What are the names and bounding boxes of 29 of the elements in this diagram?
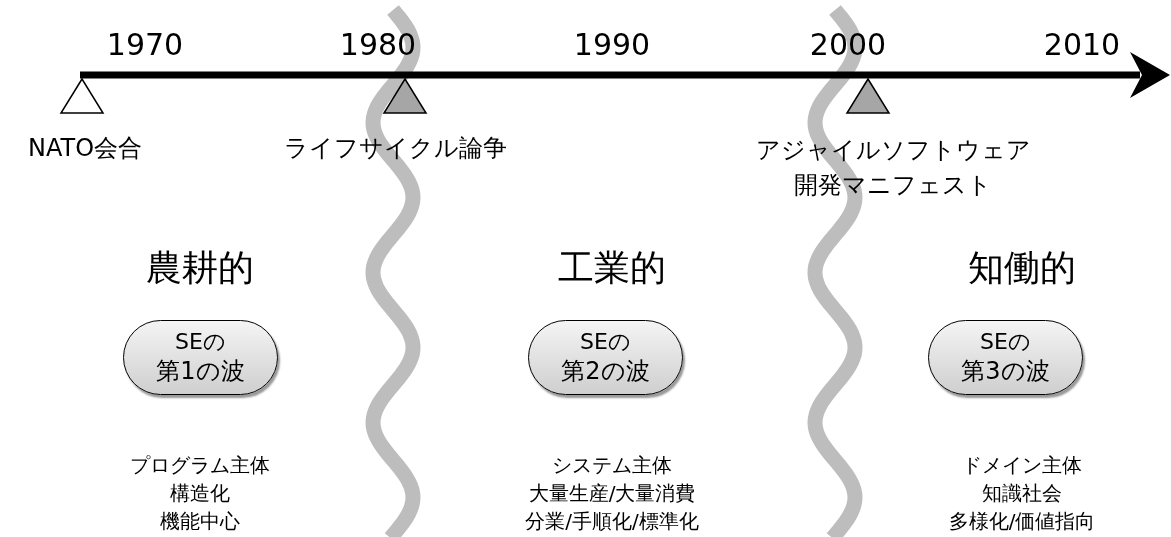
event-label: ライフサイクル論争 <box>283 133 507 163</box>
pill-text: 第2の波 <box>561 356 650 388</box>
event-label: NATO会合 <box>27 133 143 163</box>
pill-text: 第1の波 <box>156 356 245 388</box>
feature-text: 知識社会 <box>982 481 1062 506</box>
pill-text: SEの <box>175 327 226 356</box>
pill-text: 第3の波 <box>961 356 1050 388</box>
feature-text: システム主体 <box>552 453 672 478</box>
era-title: 知働的 <box>968 246 1076 290</box>
wave-pill <box>528 320 683 395</box>
year-label: 2000 <box>809 26 887 64</box>
feature-text: ドメイン主体 <box>962 453 1082 478</box>
era-title: 工業的 <box>558 246 666 290</box>
year-label: 1990 <box>573 26 651 64</box>
year-label: 1970 <box>106 26 184 64</box>
wave-pill <box>928 320 1083 395</box>
year-label: 1980 <box>339 26 417 64</box>
era-title: 農耕的 <box>146 246 254 290</box>
pill-text: SEの <box>980 327 1031 356</box>
pill-text: SEの <box>580 327 631 356</box>
feature-text: 多様化/価値指向 <box>948 509 1096 534</box>
feature-text: 構造化 <box>170 481 230 506</box>
feature-text: プログラム主体 <box>130 453 270 478</box>
year-label: 2010 <box>1043 26 1121 64</box>
feature-text: 分業/手順化/標準化 <box>525 509 699 534</box>
event-label: アジャイルソフトウェア開発マニフェスト <box>754 135 1032 201</box>
feature-text: 大量生産/大量消費 <box>528 481 696 506</box>
wave-pill <box>123 320 278 395</box>
feature-text: 機能中心 <box>160 509 240 534</box>
